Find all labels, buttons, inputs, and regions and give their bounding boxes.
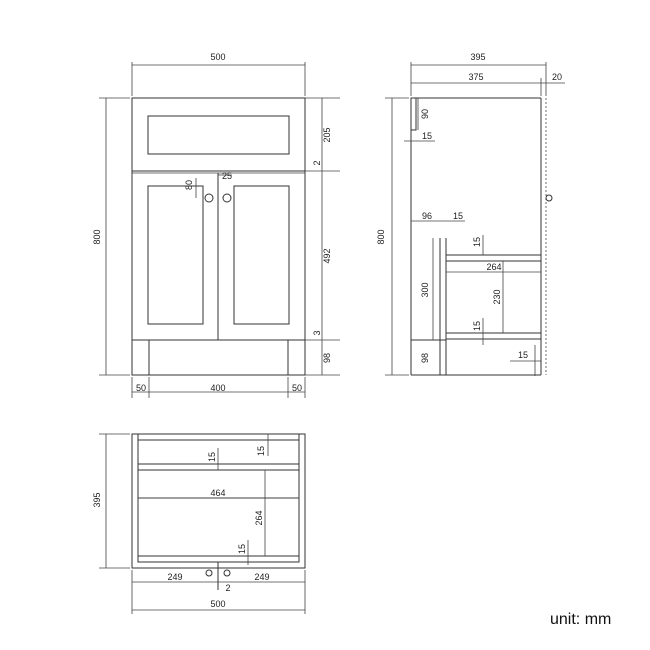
gap-label: 2 <box>312 160 322 165</box>
left-leg-label: 50 <box>136 383 146 393</box>
plan-width-label: 500 <box>210 599 225 609</box>
door-gap-label: 3 <box>312 330 322 335</box>
side-plinth-label: 98 <box>420 353 430 363</box>
top-rail-thickness-label: 15 <box>422 131 432 141</box>
plan-depth-label: 395 <box>92 492 102 507</box>
drawer-panel <box>147 115 290 155</box>
top-rail <box>410 97 417 131</box>
plan-top-board-label: 15 <box>256 446 266 456</box>
left-knob-icon <box>204 193 214 203</box>
plan-left-knob-icon <box>205 569 213 577</box>
unit-label: unit: mm <box>550 611 611 628</box>
plinth-height-label: 98 <box>322 353 332 363</box>
plan-view: 395 15 15 464 264 15 249 249 2 500 <box>92 433 306 614</box>
door-height-label: 492 <box>322 248 332 263</box>
plan-inner-depth-label: 264 <box>254 510 264 525</box>
plan-right-knob-icon <box>223 569 231 577</box>
front-view: 500 800 205 2 492 3 98 80 25 50 400 50 <box>92 52 340 398</box>
front-width-label: 500 <box>210 52 225 62</box>
back-thickness-label: 15 <box>453 211 463 221</box>
plan-half-right-label: 249 <box>254 572 269 582</box>
handle-drop-label: 80 <box>184 180 194 190</box>
side-view: 395 375 20 800 90 15 96 15 15 264 300 23… <box>376 52 565 376</box>
door-thickness-label: 20 <box>552 72 562 82</box>
side-height-label: 800 <box>376 229 386 244</box>
shelf-depth-label: 264 <box>486 262 501 272</box>
right-door-panel <box>233 185 290 325</box>
cavity-height-label: 300 <box>420 282 430 297</box>
right-leg-label: 50 <box>292 383 302 393</box>
right-knob-icon <box>222 193 232 203</box>
back-offset-label: 96 <box>422 211 432 221</box>
plan-back-board-label: 15 <box>237 544 247 554</box>
top-rail-label: 90 <box>420 109 430 119</box>
shelf-top-thickness-label: 15 <box>472 237 482 247</box>
plan-center-gap-label: 2 <box>225 583 230 593</box>
plinth-width-label: 400 <box>210 383 225 393</box>
side-handle-icon <box>545 194 553 202</box>
shelf-thickness-label: 15 <box>472 321 482 331</box>
front-height-label: 800 <box>92 229 102 244</box>
bottom-thickness-label: 15 <box>518 350 528 360</box>
body-depth-label: 375 <box>468 72 483 82</box>
plinth <box>131 339 306 376</box>
handle-offset-label: 25 <box>222 171 232 181</box>
left-door-panel <box>147 185 204 325</box>
drawer-height-label: 205 <box>322 127 332 142</box>
plan-rail-label: 15 <box>207 452 217 462</box>
plan-inner-width-label: 464 <box>210 488 225 498</box>
plan-outline <box>131 433 306 569</box>
inner-height-label: 230 <box>492 289 502 304</box>
side-depth-label: 395 <box>470 52 485 62</box>
plan-half-left-label: 249 <box>167 572 182 582</box>
